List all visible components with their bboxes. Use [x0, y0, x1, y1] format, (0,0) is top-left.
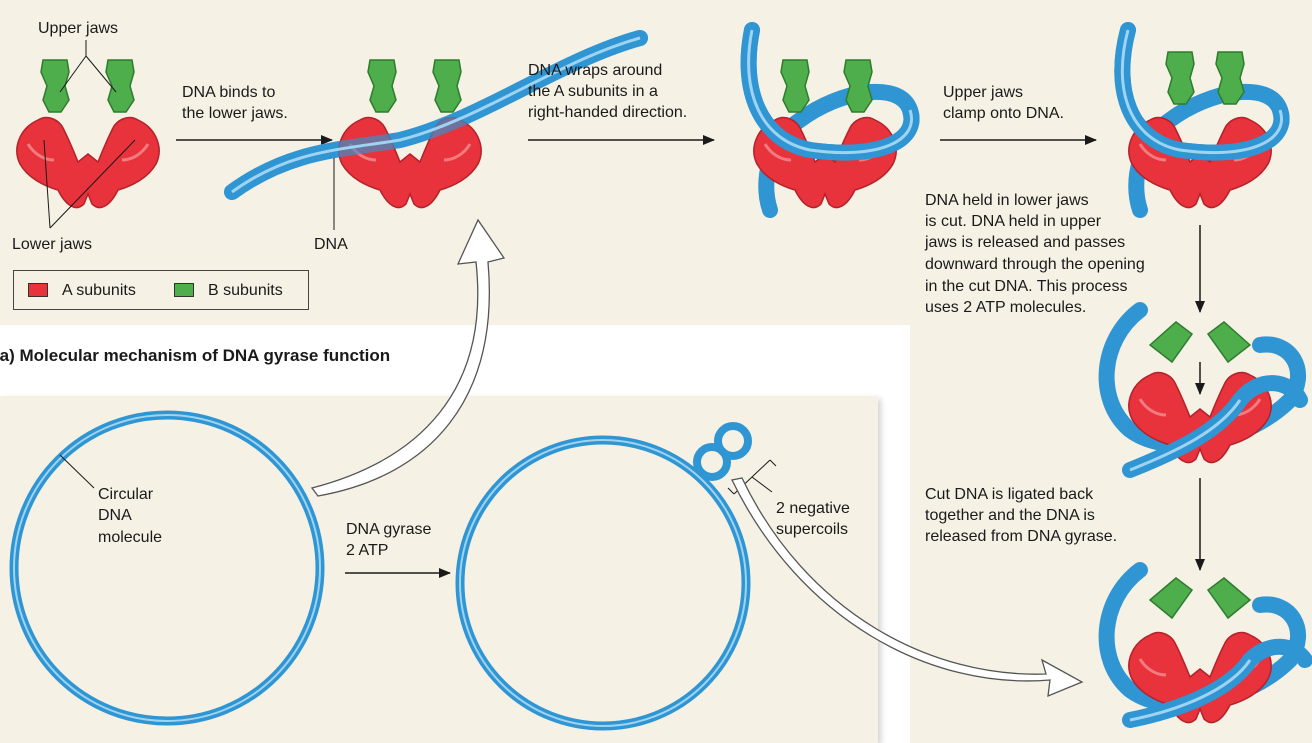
dna-label: DNA	[314, 236, 348, 253]
legend-a-swatch	[28, 283, 48, 297]
dna-cut-line-2: is cut. DNA held in upper	[925, 213, 1102, 230]
dna-cut-line-5: in the cut DNA. This process	[925, 278, 1128, 295]
supercoils-line-2: supercoils	[776, 521, 849, 538]
lower-jaws-label: Lower jaws	[12, 236, 93, 253]
lower-jaws-leader	[43, 139, 136, 229]
dna-cut-line-1: DNA held in lower jaws	[925, 192, 1089, 209]
hollow-arrow-right	[731, 477, 1084, 698]
circular-dna-relaxed	[9, 410, 325, 726]
legend: A subunits B subunits	[13, 270, 309, 310]
gyrase-line-1: DNA gyrase	[346, 521, 432, 538]
legend-b-label: B subunits	[208, 282, 283, 299]
circular-line-1: Circular	[98, 486, 154, 503]
enzyme-stage-4	[1114, 22, 1290, 218]
enzyme-stage-2	[224, 30, 648, 210]
enzyme-stage-6	[1098, 562, 1312, 728]
dna-cut-line-3: jaws is released and passes	[925, 234, 1126, 251]
dna-cut-line-6: uses 2 ATP molecules.	[925, 299, 1087, 316]
upper-jaws-leader	[59, 40, 117, 93]
enzyme-stage-5	[1098, 302, 1308, 478]
ligated-line-2: together and the DNA is	[925, 507, 1095, 524]
supercoils-line-1: 2 negative	[776, 500, 850, 517]
upper-clamp-line-1: Upper jaws	[943, 84, 1024, 101]
gyrase-line-2: 2 ATP	[346, 542, 389, 559]
panel-a-title: (a) Molecular mechanism of DNA gyrase fu…	[0, 346, 391, 365]
upper-jaws-label: Upper jaws	[38, 20, 119, 37]
enzyme-stage-1	[15, 59, 161, 210]
dna-wraps-line-1: DNA wraps around	[528, 62, 663, 79]
upper-clamp-line-2: clamp onto DNA.	[943, 105, 1064, 122]
dna-binds-line-2: the lower jaws.	[182, 105, 288, 122]
legend-a-label: A subunits	[62, 282, 136, 299]
circular-line-3: molecule	[98, 529, 163, 546]
enzyme-stage-3	[740, 22, 920, 218]
dna-wraps-line-3: right-handed direction.	[528, 104, 688, 121]
supercoils-bracket	[727, 459, 777, 495]
ligated-line-3: released from DNA gyrase.	[925, 528, 1118, 545]
dna-cut-line-4: downward through the opening	[925, 256, 1145, 273]
legend-b-swatch	[174, 283, 194, 297]
ligated-line-1: Cut DNA is ligated back	[925, 486, 1094, 503]
dna-binds-line-1: DNA binds to	[182, 84, 276, 101]
hollow-arrow-up	[310, 218, 506, 497]
circular-dna-supercoiled	[455, 422, 752, 731]
circular-leader	[59, 454, 95, 489]
circular-line-2: DNA	[98, 507, 132, 524]
dna-wraps-line-2: the A subunits in a	[528, 83, 658, 100]
